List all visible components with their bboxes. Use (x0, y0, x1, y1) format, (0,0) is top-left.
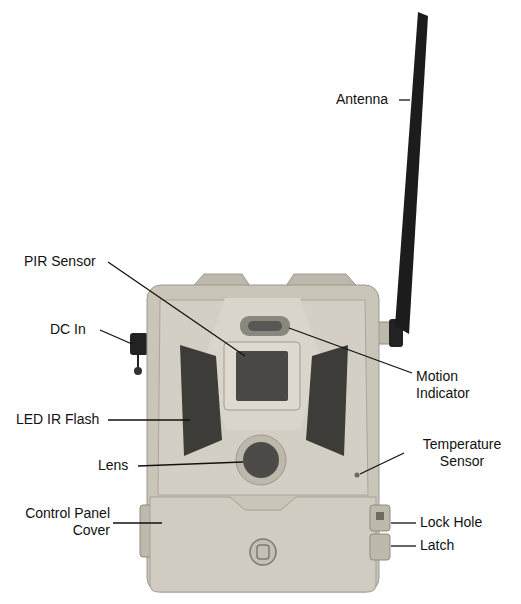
leader-line (360, 453, 404, 474)
front-face (158, 300, 368, 495)
logo-mark (257, 545, 269, 559)
dc-cord (137, 355, 139, 368)
part-label: Antenna (336, 91, 388, 108)
antenna-rod (395, 12, 428, 334)
leader-line (100, 330, 132, 344)
leader-line (399, 99, 410, 100)
dc-cap (134, 367, 142, 375)
leader-line (391, 522, 416, 523)
logo-badge (250, 539, 276, 565)
part-label: Motion Indicator (416, 368, 506, 402)
center-panel (204, 298, 322, 430)
part-label: Temperature Sensor (408, 436, 516, 470)
leader-line (138, 462, 243, 466)
ir-flash-window (180, 345, 222, 456)
ir-flash-window (306, 345, 348, 456)
part-label: PIR Sensor (24, 253, 96, 270)
latch-body (370, 505, 390, 531)
motion-indicator-lens (248, 321, 282, 331)
camera-housing (147, 285, 379, 592)
part-label: Lens (98, 457, 128, 474)
part-label: Latch (420, 537, 454, 554)
part-label: DC In (50, 321, 86, 338)
leader-line (113, 522, 162, 523)
motion-indicator (240, 316, 290, 336)
part-label: Control Panel Cover (6, 505, 110, 539)
part-label: Lock Hole (420, 514, 482, 531)
pir-frame (224, 342, 300, 410)
lock-hole (376, 512, 384, 520)
lens (243, 442, 279, 478)
control-panel-cover (150, 497, 376, 592)
leader-line (108, 419, 190, 420)
temperature-sensor (355, 473, 360, 478)
pir-sensor (236, 351, 288, 401)
part-label: LED IR Flash (16, 411, 99, 428)
lens-ring (236, 435, 286, 485)
leader-line (289, 328, 412, 373)
dc-in-port (130, 333, 148, 355)
leader-line (391, 545, 416, 546)
latch-body (370, 534, 390, 560)
